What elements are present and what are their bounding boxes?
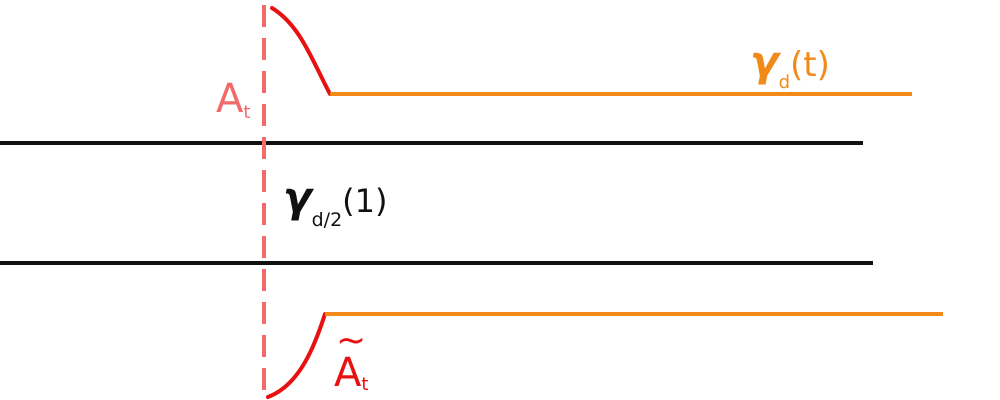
gamma-d-argument: (t) (790, 45, 830, 85)
gamma-d-half-symbol: γ (283, 173, 315, 222)
a-t-subscript: t (243, 102, 250, 123)
a-t-tilde-accent: ~ (336, 320, 366, 361)
gamma-d-label: γd(t) (750, 37, 830, 93)
gamma-d-subscript: d (779, 72, 790, 93)
gamma-d-half-subscript: d/2 (312, 209, 343, 231)
gamma-d-half-label: γd/2(1) (283, 173, 388, 231)
a-t-main: A (216, 76, 244, 122)
gamma-d-half-argument: (1) (342, 182, 387, 220)
a-t-label: At (216, 76, 250, 123)
lower-red-curve (266, 312, 327, 399)
a-t-tilde-label: At (334, 350, 368, 396)
a-t-tilde-subscript: t (361, 374, 368, 395)
upper-red-curve (270, 6, 332, 96)
gamma-d-symbol: γ (750, 37, 782, 86)
a-t-tilde-main: A (334, 350, 362, 396)
